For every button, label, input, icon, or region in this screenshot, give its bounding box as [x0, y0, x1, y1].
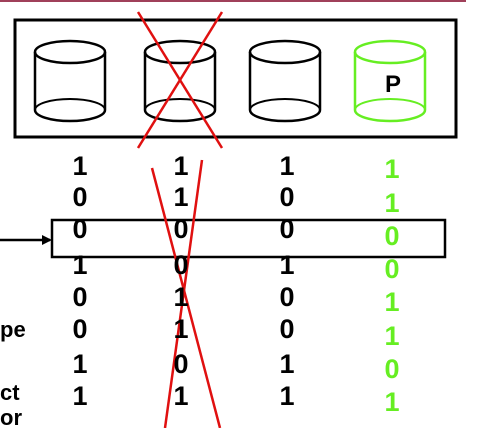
- disk-1-cylinder-icon: [33, 39, 107, 123]
- bit-col3-row3: 0: [279, 214, 295, 244]
- bit-col4-row4: 0: [384, 254, 400, 284]
- disk-3-cylinder-icon: [248, 39, 322, 123]
- disk-4-label: P: [385, 71, 401, 98]
- arrow-right-icon: [0, 235, 52, 245]
- bit-col4-row8: 1: [384, 387, 400, 417]
- bit-col1-row8: 1: [72, 381, 88, 411]
- bit-col3-row1: 1: [279, 151, 295, 181]
- column-x-cross-icon-stroke-b: [163, 159, 204, 428]
- bit-col3-row4: 1: [279, 250, 295, 280]
- disk-row: P: [33, 39, 427, 123]
- bit-col2-row6: 1: [173, 314, 189, 344]
- bit-col1-row6: 0: [72, 314, 88, 344]
- bit-col1-row3: 0: [72, 214, 88, 244]
- disk-x-cross-icon-stroke-b: [136, 11, 224, 149]
- bit-col2-row5: 1: [173, 282, 189, 312]
- bit-col1-row4: 1: [72, 250, 88, 280]
- disk-array-box: [13, 18, 458, 139]
- bit-col4-row1: 1: [384, 154, 400, 184]
- bit-col3-row2: 0: [279, 182, 295, 212]
- bit-col3-row7: 1: [279, 349, 295, 379]
- bit-col3-row8: 1: [279, 381, 295, 411]
- bit-col2-row4: 0: [173, 250, 189, 280]
- side-label-2: ct: [0, 380, 20, 405]
- bit-col4-row3: 0: [384, 221, 400, 251]
- header-rule: [0, 0, 466, 2]
- disk-4-cylinder-icon: P: [353, 39, 427, 123]
- bit-col1-row7: 1: [72, 349, 88, 379]
- disk-2-cylinder-icon: [143, 39, 217, 123]
- bit-col4-row2: 1: [384, 188, 400, 218]
- bit-col2-row2: 1: [173, 182, 189, 212]
- bit-col4-row7: 0: [384, 354, 400, 384]
- bit-col2-row3: 0: [173, 214, 189, 244]
- side-label-1: pe: [0, 317, 26, 342]
- bit-col3-row6: 0: [279, 314, 295, 344]
- bit-col3-row5: 0: [279, 282, 295, 312]
- side-label-3: or: [0, 405, 22, 430]
- highlighted-stripe-box: [50, 218, 447, 259]
- bit-col2-row8: 1: [173, 381, 189, 411]
- bit-col1-row1: 1: [72, 151, 88, 181]
- bit-col4-row6: 1: [384, 321, 400, 351]
- bit-col4-row5: 1: [384, 287, 400, 317]
- bit-col2-row1: 1: [173, 151, 189, 181]
- failure-strikes: [136, 11, 224, 428]
- column-x-cross-icon-stroke-a: [150, 167, 222, 428]
- bit-col1-row5: 0: [72, 282, 88, 312]
- bit-col1-row2: 0: [72, 182, 88, 212]
- bit-col2-row7: 0: [173, 349, 189, 379]
